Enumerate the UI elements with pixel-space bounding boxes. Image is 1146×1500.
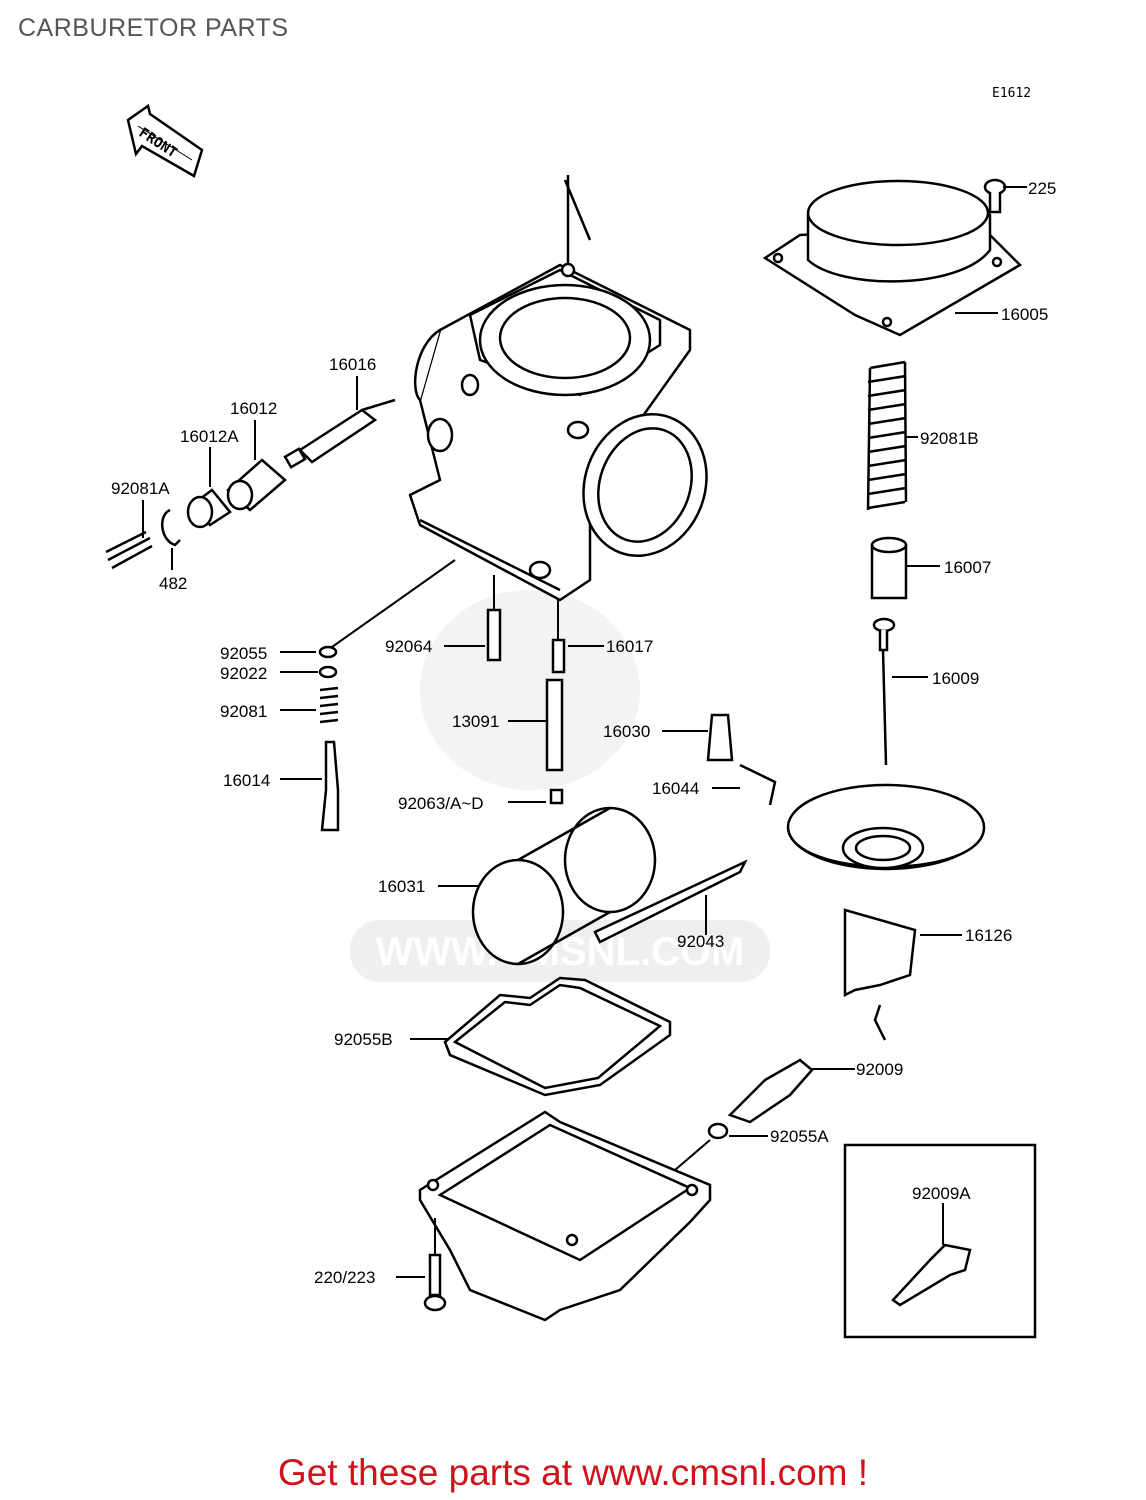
front-arrow-icon: FRONT — [126, 103, 204, 178]
o-ring-icon — [707, 1122, 729, 1140]
footer-link[interactable]: Get these parts at www.cmsnl.com ! — [277, 1452, 869, 1493]
part-label[interactable]: 92081 — [220, 702, 267, 721]
part-label[interactable]: 16126 — [965, 926, 1012, 945]
float-bowl-icon — [418, 1110, 712, 1322]
part-label[interactable]: 16014 — [223, 771, 270, 790]
gasket-icon — [443, 976, 672, 1097]
part-label[interactable]: 16030 — [603, 722, 650, 741]
washer-icon — [186, 488, 232, 529]
bolt-icon — [423, 1253, 447, 1312]
part-label[interactable]: 92081B — [920, 429, 979, 448]
part-label[interactable]: 16009 — [932, 669, 979, 688]
part-label[interactable]: 92055B — [334, 1030, 393, 1049]
float-icon — [471, 806, 748, 966]
page-title: CARBURETOR PARTS — [18, 14, 289, 42]
part-label[interactable]: 16012 — [230, 399, 277, 418]
part-label[interactable]: 92043 — [677, 932, 724, 951]
plunger-cap-icon — [226, 458, 287, 512]
inset-box — [843, 1143, 1037, 1339]
part-label[interactable]: 16044 — [652, 779, 699, 798]
left-spring-icon — [319, 686, 339, 724]
part-label[interactable]: 92055A — [770, 1127, 829, 1146]
clip-icon — [161, 508, 181, 547]
spring-icon — [866, 360, 908, 511]
part-label[interactable]: 92081A — [111, 479, 170, 498]
part-label[interactable]: 92022 — [220, 664, 267, 683]
diagram-code: E1612 — [992, 86, 1031, 101]
part-label[interactable]: 16012A — [180, 427, 239, 446]
part-label[interactable]: 13091 — [452, 712, 499, 731]
part-label[interactable]: 16005 — [1001, 305, 1048, 324]
part-label[interactable]: 92064 — [385, 637, 432, 656]
carburetor-body — [408, 175, 708, 602]
float-valve-icon — [706, 713, 777, 806]
part-label[interactable]: 16031 — [378, 877, 425, 896]
part-label[interactable]: 92009A — [912, 1184, 971, 1203]
part-label[interactable]: 16017 — [606, 637, 653, 656]
part-label[interactable]: 16016 — [329, 355, 376, 374]
part-label[interactable]: 220/223 — [314, 1268, 375, 1287]
main-jet-holder-icon — [486, 608, 566, 805]
part-label[interactable]: 225 — [1028, 179, 1056, 198]
vacuum-piston-icon — [786, 783, 986, 998]
part-label[interactable]: 92055 — [220, 644, 267, 663]
mixture-screw-icon — [320, 740, 340, 832]
part-label[interactable]: 482 — [159, 574, 187, 593]
watermark: WWW.CMSNL.COM — [350, 590, 770, 982]
part-label[interactable]: 92009 — [856, 1060, 903, 1079]
part-labels: 225 16005 92081B 16007 16009 16126 92009… — [111, 179, 1056, 1287]
part-label[interactable]: 92063/A~D — [398, 794, 484, 813]
needle-holder-icon — [870, 536, 908, 600]
part-label[interactable]: 16007 — [944, 558, 991, 577]
jet-needle-icon — [872, 617, 896, 766]
leader-lines — [142, 186, 1027, 1278]
starter-plunger-icon — [283, 398, 396, 469]
top-cover — [762, 179, 1023, 337]
small-rings-icon — [318, 645, 338, 679]
watermark-text: WWW.CMSNL.COM — [376, 930, 745, 974]
small-spring-icon — [105, 530, 153, 570]
